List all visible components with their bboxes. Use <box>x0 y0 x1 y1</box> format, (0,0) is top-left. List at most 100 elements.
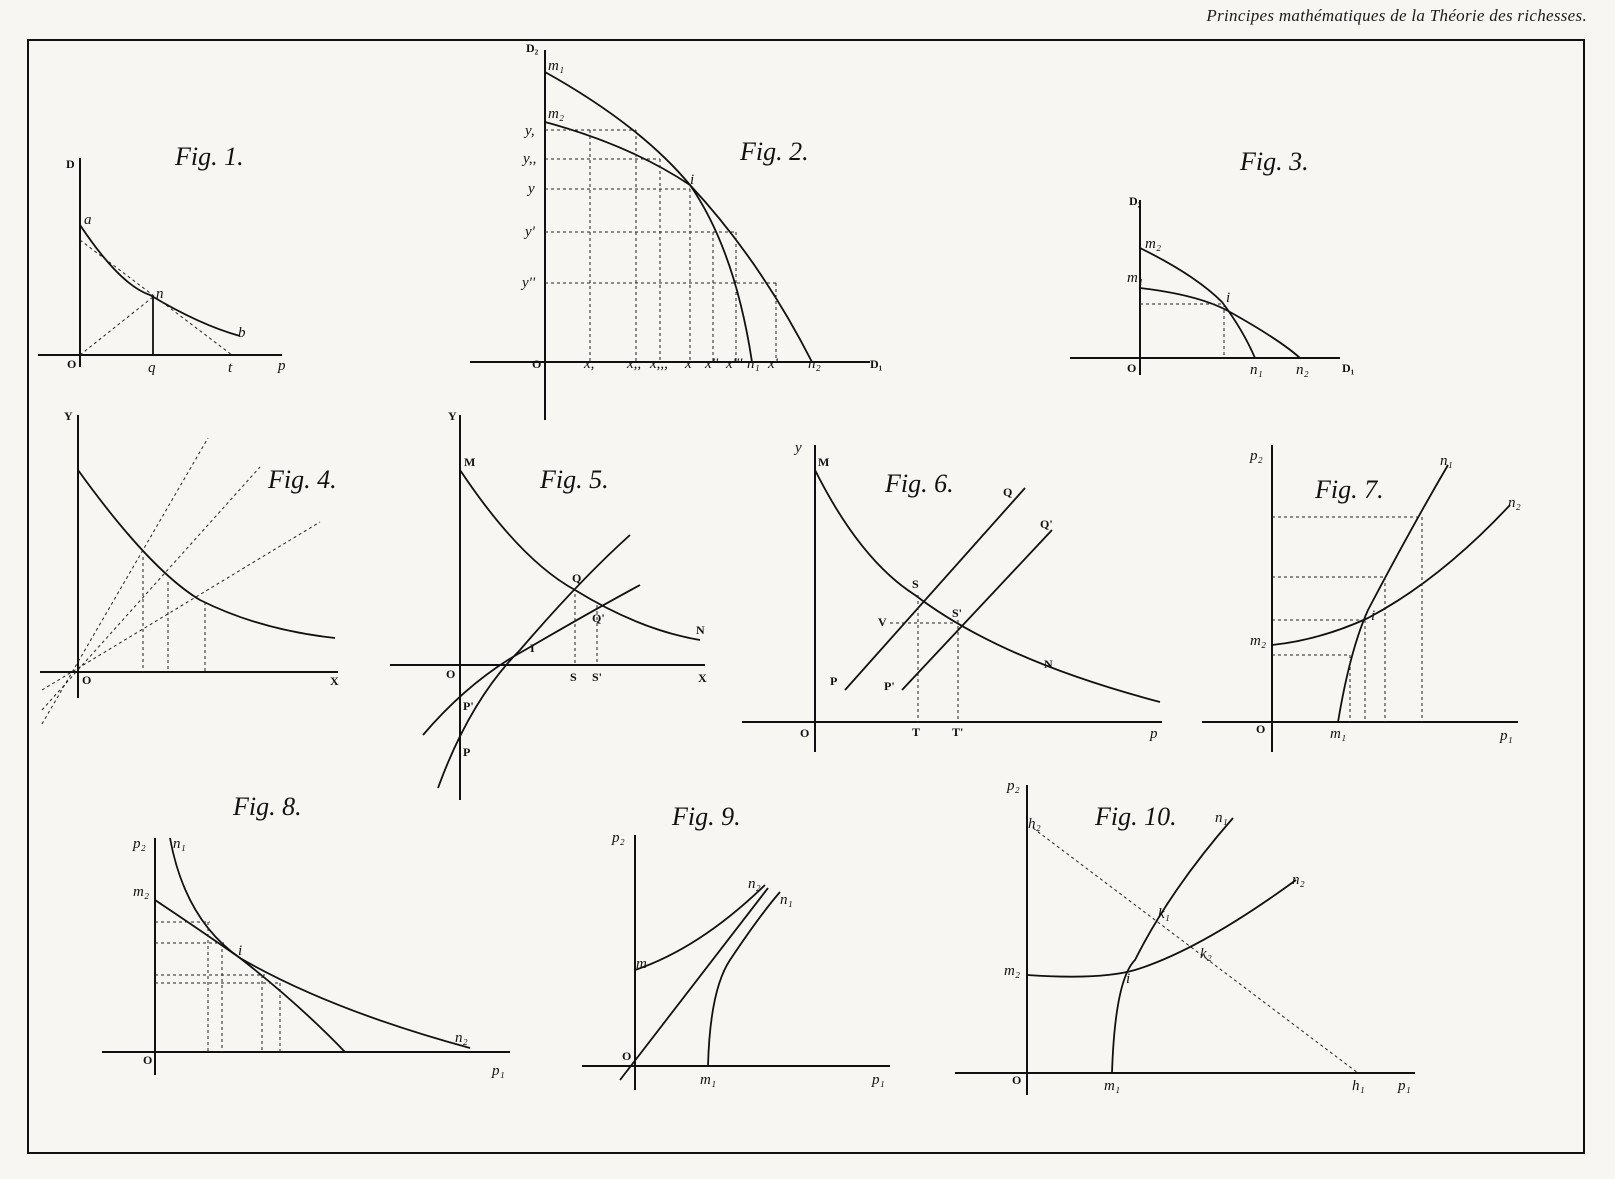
fig9-label-p2: p₂ <box>611 830 625 846</box>
figure-4-title: Fig. 4. <box>267 465 337 494</box>
fig7-label-p1: p₁ <box>1499 728 1513 744</box>
fig10-label-k1: k₁ <box>1158 906 1170 922</box>
fig6-label-Sp: S' <box>952 606 962 620</box>
fig9-curve-m1-n1 <box>707 891 781 1067</box>
figure-9-title: Fig. 9. <box>671 802 741 831</box>
fig1-label-a: a <box>84 212 92 228</box>
fig3-label-i: i <box>1226 290 1230 306</box>
fig9-label-m: m <box>636 956 647 972</box>
fig8-curve-n1 <box>169 837 346 1053</box>
figure-8-title: Fig. 8. <box>232 792 302 821</box>
fig6-line-PQ <box>844 487 1026 691</box>
figure-3: Fig. 3. D₂ m₂ m₁ i O n₁ n₂ D₁ <box>1070 147 1355 378</box>
fig6-label-Qp: Q' <box>1040 517 1053 531</box>
fig10-label-p2: p₂ <box>1006 778 1020 794</box>
fig8-label-O: O <box>143 1053 152 1067</box>
fig5-line-PQ <box>437 534 631 789</box>
fig2-tick-2: x,, <box>626 356 641 372</box>
fig5-label-I: I <box>530 641 535 655</box>
fig7-label-p2: p₂ <box>1249 448 1263 464</box>
fig2-curve-m1-n2 <box>544 71 813 363</box>
fig10-label-h2: h₂ <box>1028 816 1041 832</box>
fig4-label-Y: Y <box>64 409 73 423</box>
fig8-grid <box>155 921 281 1052</box>
fig2-tick-6: x''' <box>725 356 743 372</box>
fig2-label-m1: m₁ <box>548 58 564 74</box>
fig6-label-Pp: P' <box>884 679 895 693</box>
fig1-label-q: q <box>148 360 156 376</box>
fig2-label-yp: y' <box>523 224 536 240</box>
figure-10-title: Fig. 10. <box>1094 802 1177 831</box>
fig6-label-V: V <box>878 615 887 629</box>
fig6-line-PpQp <box>901 529 1053 691</box>
fig6-label-S: S <box>912 577 919 591</box>
figure-10: Fig. 10. p₂ h₂ n₁ n₂ k₁ k₂ m₂ i O m₁ h₁ … <box>955 778 1415 1095</box>
fig5-label-Qp: Q' <box>592 611 605 625</box>
fig3-curve-m1-n2 <box>1139 287 1301 359</box>
figure-5-title: Fig. 5. <box>539 465 609 494</box>
fig2-label-D1: D₁ <box>870 357 883 371</box>
figure-2-title: Fig. 2. <box>739 137 809 166</box>
fig3-label-n1: n₁ <box>1250 362 1263 378</box>
fig5-label-Pp: P' <box>463 699 474 713</box>
fig2-label-n2: n₂ <box>808 356 821 372</box>
fig3-label-m1: m₁ <box>1127 270 1143 286</box>
fig10-line-h2-h1 <box>1032 827 1359 1074</box>
fig10-label-i: i <box>1126 971 1130 987</box>
fig2-label-y1: y, <box>523 123 535 139</box>
figure-5: Fig. 5. Y M Q Q' N I O S S' X P' P <box>390 409 707 800</box>
fig7-label-O: O <box>1256 722 1265 736</box>
figure-6: Fig. 6. y M Q Q' S S' V N P P' O T T' p <box>742 440 1162 752</box>
fig9-label-O: O <box>622 1049 631 1063</box>
fig2-tick-1: x, <box>583 356 594 372</box>
fig2-grid <box>545 129 777 362</box>
figure-6-title: Fig. 6. <box>884 469 954 498</box>
fig5-label-Q: Q <box>572 571 581 585</box>
plate-frame <box>27 39 1585 1154</box>
fig2-label-i: i <box>690 172 694 188</box>
fig1-label-p: p <box>277 358 286 374</box>
fig2-tick-5: x'' <box>704 356 719 372</box>
fig2-tick-7: x' <box>767 356 779 372</box>
fig8-curve-m2-n2 <box>154 899 471 1049</box>
fig7-label-m1: m₁ <box>1330 726 1346 742</box>
fig8-label-p2: p₂ <box>132 836 146 852</box>
fig5-label-Y: Y <box>448 409 457 423</box>
fig5-label-O: O <box>446 667 455 681</box>
fig9-curve-m-n2 <box>634 884 766 971</box>
fig2-label-n1: n₁ <box>747 356 760 372</box>
fig8-label-n2: n₂ <box>455 1030 468 1046</box>
figure-8: Fig. 8. p₂ n₁ m₂ i n₂ O p₁ <box>102 792 510 1079</box>
fig2-tick-4: x <box>684 356 692 372</box>
fig7-grid <box>1272 516 1423 722</box>
fig4-ray-2 <box>41 466 261 711</box>
fig1-tangent <box>79 239 233 356</box>
fig5-label-M: M <box>464 455 475 469</box>
fig7-label-n1: n₁ <box>1440 453 1453 469</box>
fig3-label-n2: n₂ <box>1296 362 1309 378</box>
fig1-label-n: n <box>156 286 164 302</box>
fig2-tick-3: x,,, <box>649 356 668 372</box>
fig6-label-P: P <box>830 674 837 688</box>
fig6-label-N: N <box>1044 657 1053 671</box>
fig3-curve-m2-n1 <box>1139 247 1256 359</box>
fig8-label-n1: n₁ <box>173 836 186 852</box>
fig7-label-n2: n₂ <box>1508 495 1521 511</box>
fig6-label-Q: Q <box>1003 485 1012 499</box>
fig2-label-D2: D₂ <box>526 41 539 55</box>
fig4-curve <box>77 469 336 639</box>
fig4-label-O: O <box>82 673 91 687</box>
fig8-label-i: i <box>238 943 242 959</box>
fig5-curve-MN <box>459 469 701 641</box>
figure-7-title: Fig. 7. <box>1314 475 1384 504</box>
fig7-label-i: i <box>1371 608 1375 624</box>
fig2-label-y: y <box>526 181 535 197</box>
fig5-label-S: S <box>570 670 577 684</box>
fig9-label-m1: m₁ <box>700 1072 716 1088</box>
fig10-label-p1: p₁ <box>1397 1078 1411 1094</box>
fig6-label-p: p <box>1149 726 1158 742</box>
fig3-label-D1: D₁ <box>1342 361 1355 375</box>
fig5-label-X: X <box>698 671 707 685</box>
plate-header: Principes mathématiques de la Théorie de… <box>1206 6 1587 25</box>
